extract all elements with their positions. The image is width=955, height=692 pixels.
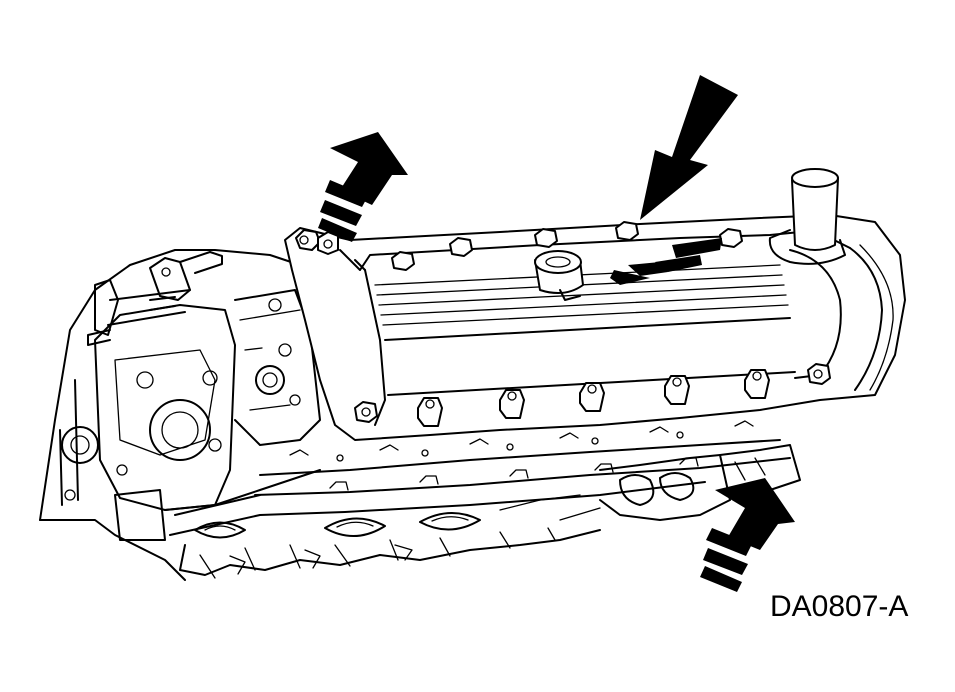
figure-label: DA0807-A [770, 590, 909, 623]
bottom-bolt-row [354, 363, 831, 427]
cylinder-head [169, 420, 801, 579]
engine-block [39, 249, 321, 581]
arrow-down-left-icon [640, 75, 738, 220]
arrow-left-icon [610, 238, 722, 285]
top-bolt-row [295, 221, 743, 271]
arrow-up-right-icon-lower [700, 478, 795, 592]
arrow-up-right-icon [318, 132, 408, 242]
